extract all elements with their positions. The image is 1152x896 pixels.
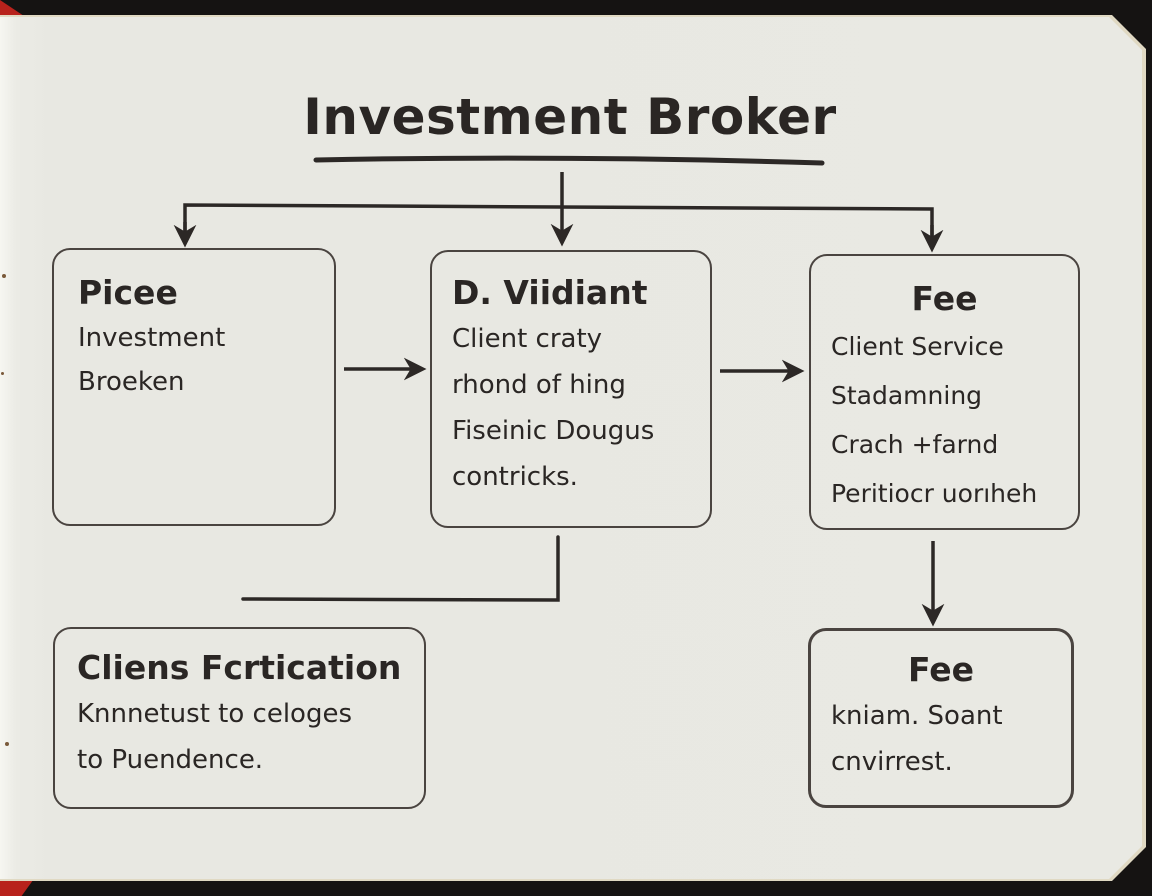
node-line: Peritiocr uorıheh [831, 479, 1038, 508]
node-line: Fiseinic Dougus [452, 416, 655, 446]
node-heading: Fee [911, 279, 978, 318]
node-line: Knnnetust to celoges [77, 699, 352, 729]
node-line: kniam. Soant [831, 701, 1003, 731]
notebook-binding-top [0, 0, 24, 16]
node-heading: Cliens Fcrtication [77, 648, 402, 687]
diagram-title: Investment Broker [303, 88, 837, 146]
node-heading: Fee [908, 650, 974, 689]
node-heading: Picee [78, 273, 178, 312]
node-client-certification: Cliens Fcrtication Knnnetust to celoges … [53, 627, 426, 809]
node-heading: D. Viidiant [452, 273, 648, 312]
node-fee-result: Fee kniam. Soant cnvirrest. [808, 628, 1074, 808]
node-line: Stadamning [831, 381, 983, 410]
node-line: Crach +farnd [831, 430, 999, 459]
node-viidiant: D. Viidiant Client craty rhond of hing F… [430, 250, 712, 528]
node-line: contricks. [452, 462, 578, 492]
node-line: Broeken [78, 367, 185, 397]
node-line: Client Service [831, 332, 1004, 361]
node-line: Investment [78, 323, 226, 353]
paper-speck [1, 372, 4, 375]
paper-speck [2, 274, 6, 278]
paper-speck [5, 742, 9, 746]
node-fee-service: Fee Client Service Stadamning Crach +far… [809, 254, 1080, 530]
node-line: rhond of hing [452, 370, 626, 400]
node-line: to Puendence. [77, 745, 264, 775]
node-line: cnvirrest. [831, 747, 953, 777]
node-line: Client craty [452, 324, 603, 354]
node-picee: Picee Investment Broeken [52, 248, 336, 526]
